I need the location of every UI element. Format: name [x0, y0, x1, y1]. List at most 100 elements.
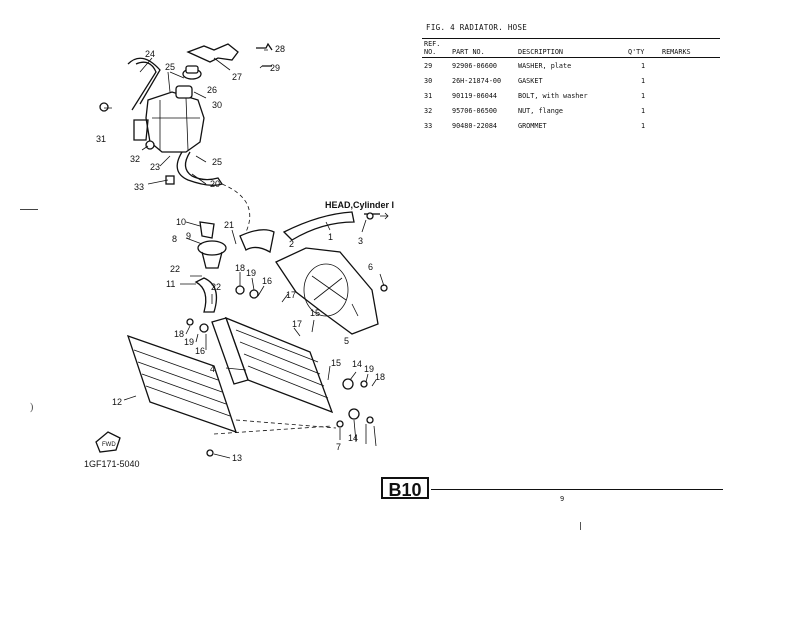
pump-cover: [275, 247, 379, 335]
svg-text:FWD: FWD: [102, 442, 116, 448]
desc-cell: NUT, flange: [518, 106, 564, 115]
desc-cell: BOLT, with washer: [518, 91, 588, 100]
remarks-cell: [660, 58, 720, 74]
label-27: 27: [232, 72, 242, 82]
table-row: 32 95706-06500 NUT, flange 1: [422, 103, 720, 118]
hose-20: [176, 151, 251, 233]
ref-cell: 33: [424, 121, 433, 130]
table-header-row: REF. NO. PART NO. DESCRIPTION Q'TY REMAR…: [422, 38, 720, 58]
label-3: 3: [358, 236, 363, 246]
label-13: 13: [232, 453, 242, 463]
qty-cell: 1: [640, 76, 646, 85]
ref-cell: 30: [424, 76, 433, 85]
desc-cell: GASKET: [518, 76, 543, 85]
col-desc-header: DESCRIPTION: [518, 48, 564, 56]
label-4: 4: [210, 364, 215, 374]
section-badge: B10: [381, 477, 429, 500]
part-cell: 26H-21874-00: [452, 76, 502, 85]
label-20: 20: [210, 179, 220, 189]
cap-bracket: [186, 43, 239, 63]
label-12: 12: [112, 397, 122, 407]
label-1: 1: [328, 232, 333, 242]
radiator: [211, 316, 337, 435]
part-cell: 90119-06044: [452, 91, 498, 100]
figure-code: 1GF171-5040: [84, 459, 140, 469]
qty-cell: 1: [640, 121, 646, 130]
label-16b: 16: [195, 346, 205, 356]
label-2: 2: [289, 239, 294, 249]
head-arrow: [380, 212, 389, 220]
hose-11: [194, 277, 218, 313]
ref-cell: 32: [424, 106, 433, 115]
label-22b: 22: [211, 282, 221, 292]
label-6: 6: [368, 262, 373, 272]
remarks-cell: [660, 103, 720, 118]
part-cell: 90480-22084: [452, 121, 498, 130]
remarks-cell: [660, 73, 720, 88]
thermostat-housing: [197, 221, 227, 269]
label-25b: 25: [212, 157, 222, 167]
label-24: 24: [145, 49, 155, 59]
remarks-cell: [660, 118, 720, 133]
qty-cell: 1: [640, 91, 646, 100]
ref-cell: 31: [424, 91, 433, 100]
label-21: 21: [224, 220, 234, 230]
table-row: 29 92906-06600 WASHER, plate 1: [422, 58, 720, 74]
desc-cell: WASHER, plate: [518, 61, 572, 70]
reservoir-cap: [182, 65, 202, 80]
qty-cell: 1: [640, 61, 646, 70]
leader-lines: [104, 49, 385, 459]
label-19b: 19: [184, 337, 194, 347]
label-30: 30: [212, 100, 222, 110]
label-10: 10: [176, 217, 186, 227]
label-33: 33: [134, 182, 144, 192]
fasteners-lower: [186, 212, 388, 457]
label-31: 31: [96, 134, 106, 144]
label-22a: 22: [170, 264, 180, 274]
figure-title: FIG. 4 RADIATOR. HOSE: [426, 23, 528, 32]
label-9: 9: [186, 231, 191, 241]
label-23: 23: [150, 162, 160, 172]
label-18b: 18: [174, 329, 184, 339]
table-row: 30 26H-21874-00 GASKET 1: [422, 73, 720, 88]
label-18c: 18: [375, 372, 385, 382]
col-remarks-header: REMARKS: [662, 48, 691, 56]
radiator-grille: [126, 334, 238, 434]
col-qty-header: Q'TY: [628, 48, 645, 56]
fwd-arrow: FWD: [95, 431, 121, 453]
ref-cell: 29: [424, 61, 433, 70]
label-11: 11: [166, 279, 175, 289]
margin-paren: ): [30, 402, 34, 413]
scan-mark: [580, 522, 581, 530]
label-17a: 17: [286, 290, 296, 300]
hose-21: [239, 229, 275, 254]
label-19a: 19: [246, 268, 256, 278]
label-15b: 15: [331, 358, 341, 368]
label-15a: 15: [310, 308, 320, 318]
reservoir-tank: [145, 85, 205, 153]
label-32: 32: [130, 154, 140, 164]
qty-cell: 1: [640, 106, 646, 115]
part-cell: 95706-06500: [452, 106, 498, 115]
page-number: 9: [560, 495, 565, 503]
part-cell: 92906-06600: [452, 61, 498, 70]
head-cylinder-note: HEAD,Cylinder I: [325, 200, 394, 210]
small-parts-top: [99, 42, 273, 185]
table-row: 33 90480-22084 GROMMET 1: [422, 118, 720, 133]
remarks-cell: [660, 88, 720, 103]
parts-table: REF. NO. PART NO. DESCRIPTION Q'TY REMAR…: [422, 38, 720, 133]
col-ref-header: REF. NO.: [424, 40, 441, 56]
label-18a: 18: [235, 263, 245, 273]
label-7: 7: [336, 442, 341, 452]
label-5: 5: [344, 336, 349, 346]
label-28: 28: [275, 44, 285, 54]
table-row: 31 90119-06044 BOLT, with washer 1: [422, 88, 720, 103]
label-16a: 16: [262, 276, 272, 286]
footer-rule: [431, 489, 723, 490]
label-14b: 14: [348, 433, 358, 443]
label-8: 8: [172, 234, 177, 244]
margin-mark: [20, 209, 38, 210]
label-17b: 17: [292, 319, 302, 329]
label-19c: 19: [364, 364, 374, 374]
